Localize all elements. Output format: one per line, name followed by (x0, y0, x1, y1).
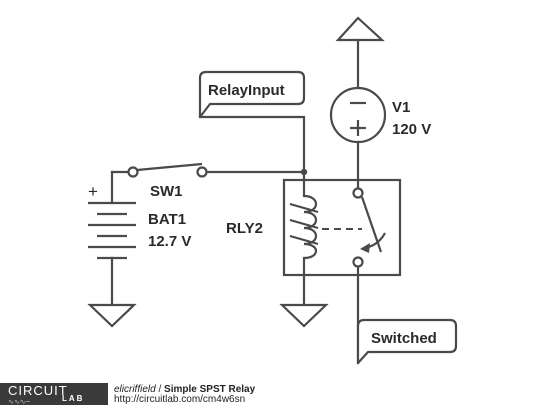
relay-input-net-label[interactable]: RelayInput (198, 70, 306, 174)
relay-ref-label: RLY2 (226, 220, 263, 237)
source-value-label: 120 V (392, 121, 431, 138)
voltage-source-v1[interactable] (329, 16, 387, 190)
relay-rly2[interactable] (282, 170, 402, 305)
battery-value-label: 12.7 V (148, 233, 191, 250)
switch-ref-label: SW1 (150, 183, 183, 200)
circuit-schematic: + BAT1 12.7 V SW1 RelayInput (87, 16, 458, 365)
logo-text-circuit: CIRCUIT (8, 383, 68, 398)
circuit-url-link[interactable]: http://circuitlab.com/cm4w6sn (114, 394, 246, 405)
relay-input-text: RelayInput (208, 82, 285, 99)
logo-waveform-icon: ∿∿∿─ (8, 398, 30, 406)
switched-text: Switched (371, 330, 437, 347)
author-link[interactable]: elicriffield (114, 384, 156, 395)
credit-line: elicriffield / Simple SPST Relay (114, 384, 255, 395)
switch-sw1[interactable] (110, 162, 306, 178)
footer-bar: CIRCUIT ∿∿∿─ LAB elicriffield / Simple S… (0, 383, 540, 406)
battery-polarity-plus: + (88, 182, 98, 201)
ground-symbol-battery (87, 303, 137, 328)
battery-ref-label: BAT1 (148, 211, 186, 228)
source-ref-label: V1 (392, 99, 410, 116)
circuitlab-logo[interactable]: CIRCUIT ∿∿∿─ LAB (0, 383, 108, 406)
battery-bat1[interactable]: + (88, 170, 136, 305)
ground-symbol-relay (279, 303, 329, 328)
switched-net-label[interactable]: Switched (356, 265, 458, 365)
credit-separator: / (155, 384, 165, 395)
circuit-title: Simple SPST Relay (164, 384, 256, 395)
logo-text-lab: LAB (62, 394, 85, 403)
